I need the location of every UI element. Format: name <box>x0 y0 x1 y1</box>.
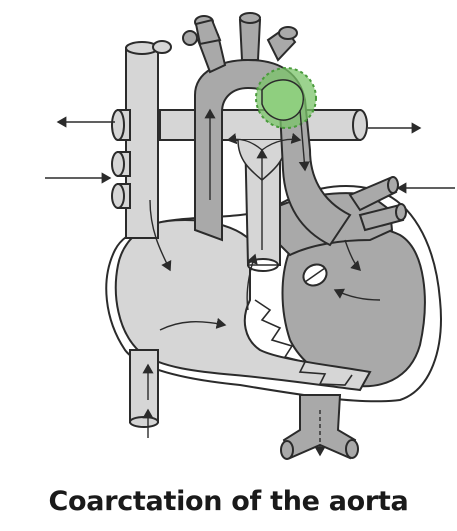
inferior-vena-cava <box>130 350 158 427</box>
right-pulmonary-vessels <box>112 110 130 208</box>
figure-caption: Coarctation of the aorta <box>0 486 457 517</box>
heart-illustration <box>0 0 457 480</box>
coarctation-highlight <box>256 68 316 128</box>
